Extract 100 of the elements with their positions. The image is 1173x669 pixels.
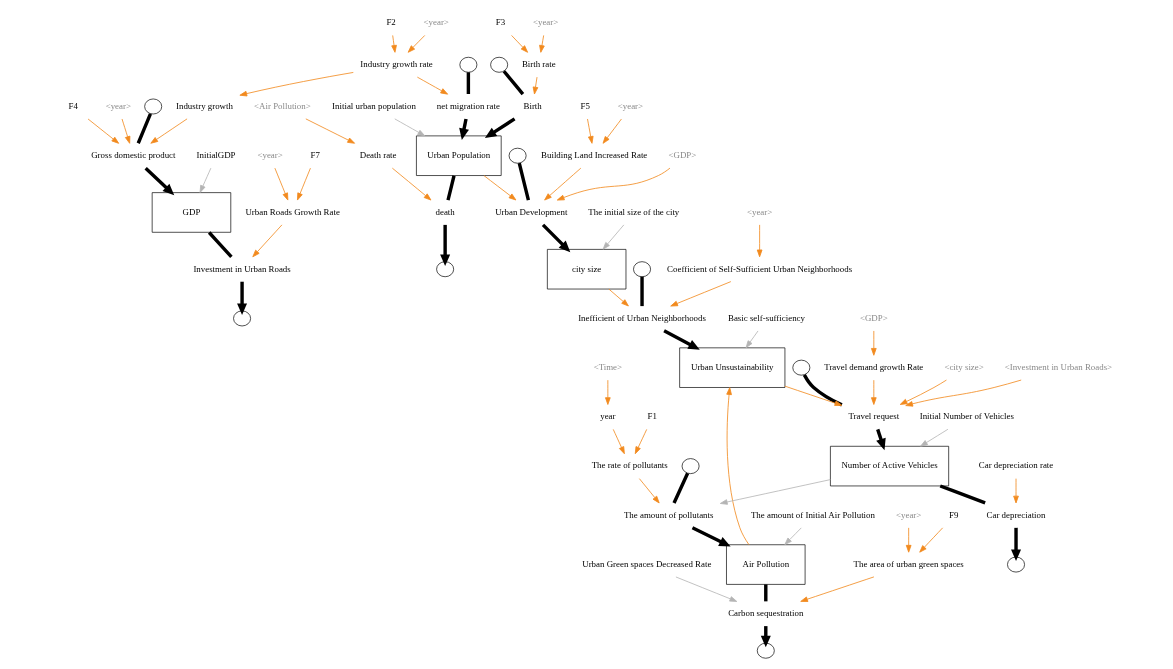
arrow [719,479,831,505]
arrow [602,224,624,250]
arrow [638,478,660,504]
node-text: The amount of pollutants [623,509,713,520]
node-cloud [232,310,251,327]
arrow [304,118,355,144]
node-text: InitialGDP [196,150,236,161]
node-box: Air Pollution [725,544,805,585]
arrow [756,224,762,258]
node-text: <year> [746,206,772,217]
arrow [543,167,581,201]
node-cloud [489,56,508,73]
node-text: Travel request [847,411,899,422]
node-text: <year> [532,17,558,28]
arrow [919,428,948,447]
connector [517,162,530,201]
connector [502,70,524,96]
arrow [541,223,570,253]
arrow [238,72,354,97]
node-text: F3 [495,17,505,28]
arrow [725,387,749,546]
node-text: The initial size of the city [587,206,679,217]
arrow [918,527,943,553]
arrow [483,175,516,201]
node-text: <year> [105,100,131,111]
node-text: Gross domestic product [90,150,176,161]
arrow [439,224,450,266]
node-text: <Investment in Urban Roads> [1004,361,1112,372]
arrow [1012,478,1019,504]
arrow [745,330,758,349]
node-text: The area of urban green spaces [853,558,964,569]
connector [672,472,689,504]
node-text: Industry growth [175,100,233,111]
arrow [296,167,311,201]
arrow [87,118,119,144]
arrow [144,166,174,196]
arrow [1010,527,1021,562]
arrow [870,330,877,356]
arrow [784,385,842,406]
arrow [407,35,425,53]
node-text: F4 [68,100,78,111]
node-text: <GDP> [859,312,888,323]
node-text: Inefficient of Urban Neighborhoods [577,312,706,323]
node-text: net migration rate [436,100,500,111]
connector [136,113,152,144]
connector [802,374,843,407]
node-cloud [1006,556,1025,573]
arrow [149,118,187,144]
node-box: city size [546,249,626,290]
arrow [905,527,911,553]
node-cloud [508,147,526,164]
arrow [675,576,737,602]
node-cloud [791,359,810,376]
arrow [390,35,397,53]
arrow [669,281,731,307]
arrow [532,76,538,95]
arrow [416,76,448,95]
node-text: Death rate [359,150,396,161]
arrow [538,35,545,53]
arrow [870,379,877,405]
arrow [199,167,211,193]
node-text: Urban Roads Growth Rate [244,206,340,217]
node-cloud [143,98,162,115]
connector [445,175,456,201]
node-cloud [435,261,454,278]
node-text: <year> [256,150,283,161]
arrow [604,379,611,405]
node-text: <GDP> [667,150,696,161]
arrow [273,167,288,201]
node-text: <year> [617,100,643,111]
node-cloud [756,642,775,659]
node-text: The rate of pollutants [591,460,668,471]
node-text: Travel demand growth Rate [823,361,923,372]
node-text: <year> [895,509,921,520]
node-text: Urban Green spaces Decreased Rate [581,558,711,569]
node-text: Initial Number of Vehicles [919,411,1014,422]
node-box: Urban Population [415,135,502,176]
node-box: Urban Unsustainability [678,347,785,388]
node-text: Building Land Increased Rate [540,150,647,161]
node-text: Carbon sequestration [727,608,803,619]
arrow [612,429,625,455]
arrow [662,329,700,350]
node-text: F7 [310,150,320,161]
node-cloud [459,56,477,73]
node-text: Basic self-sufficiency [727,312,805,323]
arrow [484,117,515,139]
node-box: GDP [151,192,231,233]
node-text: F1 [647,411,657,422]
connector [639,276,644,307]
connector [939,484,986,505]
connector [466,72,470,94]
arrow [251,224,282,258]
arrow [691,526,731,547]
arrow [393,118,425,137]
arrow [634,429,647,455]
arrow [799,576,874,602]
arrow [602,118,622,144]
arrow [904,379,1022,407]
arrow [556,167,670,201]
arrow [236,281,247,315]
